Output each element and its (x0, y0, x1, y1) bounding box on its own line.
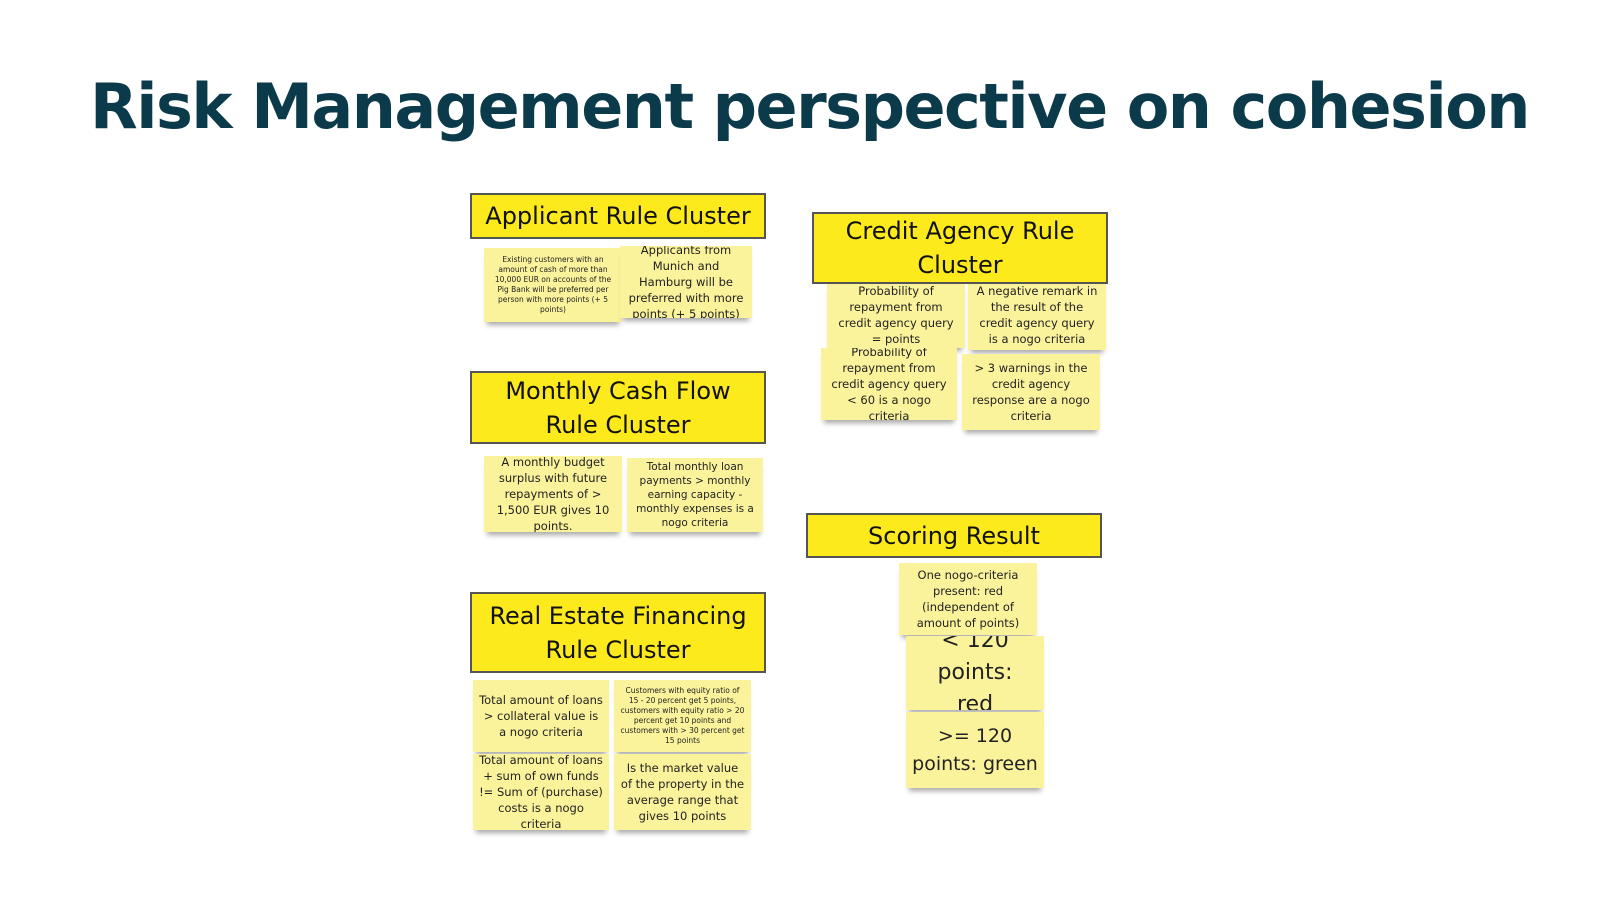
realestate-note-market-value: Is the market value of the property in t… (614, 754, 751, 830)
scoring-note-red: < 120 points: red (906, 636, 1044, 710)
credit-note-warnings: > 3 warnings in the credit agency respon… (962, 354, 1100, 430)
realestate-note-equity-ratio: Customers with equity ratio of 15 - 20 p… (614, 680, 751, 752)
cashflow-note-budget-surplus: A monthly budget surplus with future rep… (484, 456, 622, 532)
scoring-note-nogo: One nogo-criteria present: red (independ… (899, 563, 1037, 635)
realestate-note-own-funds: Total amount of loans + sum of own funds… (473, 754, 609, 830)
credit-note-probability-below-60: Probability of repayment from credit age… (821, 348, 957, 420)
credit-cluster-header: Credit Agency Rule Cluster (812, 212, 1108, 284)
credit-note-probability-points: Probability of repayment from credit age… (827, 282, 965, 348)
applicant-cluster-header: Applicant Rule Cluster (470, 193, 766, 239)
scoring-note-green: >= 120 points: green (906, 712, 1044, 788)
realestate-note-loans-collateral: Total amount of loans > collateral value… (473, 680, 609, 752)
cashflow-note-loan-payments: Total monthly loan payments > monthly ea… (627, 458, 763, 532)
credit-note-negative-remark: A negative remark in the result of the c… (968, 280, 1106, 350)
realestate-cluster-header: Real Estate Financing Rule Cluster (470, 592, 766, 673)
applicant-note-munich-hamburg: Applicants from Munich and Hamburg will … (620, 246, 752, 318)
applicant-note-existing-customers: Existing customers with an amount of cas… (484, 248, 622, 322)
cashflow-cluster-header: Monthly Cash Flow Rule Cluster (470, 371, 766, 444)
scoring-cluster-header: Scoring Result (806, 513, 1102, 558)
page-title: Risk Management perspective on cohesion (90, 70, 1530, 143)
